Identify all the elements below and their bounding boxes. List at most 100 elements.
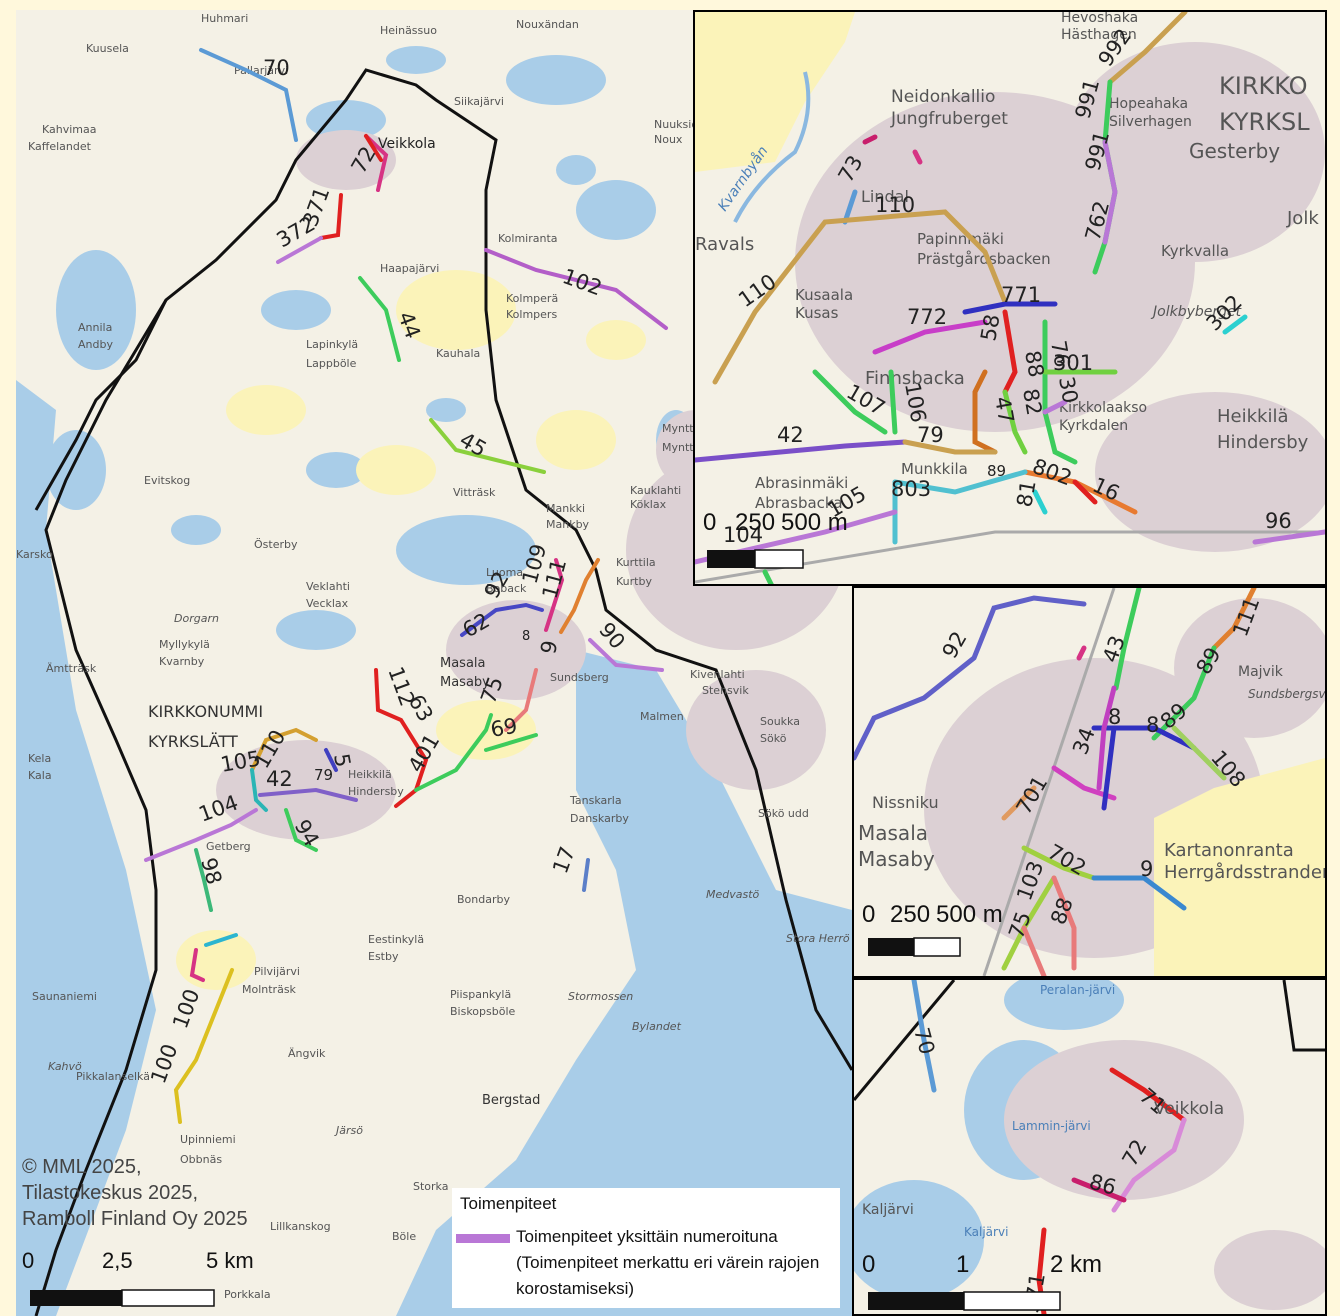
place-label: Obbnäs xyxy=(180,1153,222,1166)
route-number: 110 xyxy=(875,193,915,217)
place-label: Kolmiranta xyxy=(498,232,558,245)
legend-title: Toimenpiteet xyxy=(460,1194,557,1213)
route-line xyxy=(258,787,358,802)
route-line xyxy=(144,808,258,862)
place-label: Andby xyxy=(78,338,113,351)
place-label: Neidonkallio xyxy=(891,87,995,107)
place-label: Sökö udd xyxy=(758,807,809,820)
place-label: Bondarby xyxy=(457,893,510,906)
place-label: Dorgarn xyxy=(174,612,219,625)
place-label: Piispankylä xyxy=(450,988,511,1001)
place-label: Jolk xyxy=(1286,208,1319,229)
place-label: Stormossen xyxy=(568,990,633,1003)
place-label: Ängvik xyxy=(288,1047,326,1060)
place-label: KYRKSL xyxy=(1219,108,1310,136)
place-label: Veklahti xyxy=(306,580,350,593)
inset-map-veikkola[interactable]: 70 71 72 86 371 Veikkola Lammin-järvi Ka… xyxy=(852,978,1327,1316)
route-number: 69 xyxy=(489,714,519,742)
place-label: Abrasbacka xyxy=(755,494,843,512)
place-label: Lapinkylä xyxy=(306,338,358,351)
place-label: Hevoshaka xyxy=(1061,12,1138,26)
place-label: KIRKKO xyxy=(1219,72,1308,100)
place-label: Huhmari xyxy=(201,12,248,25)
place-label: Kvarnby xyxy=(159,655,205,668)
route-number: 42 xyxy=(266,767,293,791)
route-number: 5 xyxy=(329,752,355,769)
place-label: Molnträsk xyxy=(242,983,297,996)
route-line xyxy=(250,768,268,812)
route-line xyxy=(364,134,383,162)
place-label: Kurtby xyxy=(616,575,652,588)
place-label: Vecklax xyxy=(306,597,349,610)
place-label: Sundsbergsvik xyxy=(1248,687,1325,701)
place-label: Kaffelandet xyxy=(28,140,92,153)
scalebar-label: 250 xyxy=(735,509,775,536)
place-label: Noux xyxy=(654,133,683,146)
place-label: Ämtträsk xyxy=(46,662,97,675)
route-line xyxy=(414,713,493,792)
routes xyxy=(144,48,668,1124)
place-label: Masaby xyxy=(440,675,490,690)
route-number: 70 xyxy=(263,56,290,80)
routes xyxy=(854,588,1257,976)
place-label: Soukka xyxy=(760,715,800,728)
field xyxy=(1154,758,1325,976)
place-label: Munkkila xyxy=(901,460,968,478)
inset-map-masala[interactable]: 92 43 111 89 8 8 89 34 108 701 702 9 103… xyxy=(852,586,1327,978)
place-label: Stensvik xyxy=(702,684,749,697)
scalebar-label: 0 xyxy=(22,1248,35,1273)
route-line xyxy=(358,276,401,362)
route-line xyxy=(204,933,238,947)
place-label: Siikajärvi xyxy=(454,95,504,108)
route-number: 301 xyxy=(1053,351,1093,375)
scalebar-label: 250 xyxy=(890,901,930,928)
place-label: Vitträsk xyxy=(453,486,496,499)
route-number: 79 xyxy=(917,423,944,447)
place-label: Malmen xyxy=(640,710,684,723)
place-label: Herrgårdsstranden xyxy=(1164,862,1325,883)
inset2-canvas: 92 43 111 89 8 8 89 34 108 701 702 9 103… xyxy=(854,588,1325,976)
urban-areas xyxy=(795,42,1325,552)
inset1-scalebar xyxy=(707,549,804,569)
place-label: Kurttila xyxy=(616,556,656,569)
place-label: Heikkilä xyxy=(1217,406,1289,427)
place-label: Masala xyxy=(858,821,928,845)
place-label: Lillkanskog xyxy=(270,1220,331,1233)
route-number: 803 xyxy=(891,477,931,501)
place-label: Peralan-järvi xyxy=(1040,983,1115,997)
route-line xyxy=(250,727,318,772)
place-label: Kolmperä xyxy=(506,292,558,305)
place-label: Myllykylä xyxy=(159,638,210,651)
place-label: Majvik xyxy=(1238,664,1284,680)
place-label: Hindersby xyxy=(1217,432,1309,453)
place-label: Bergstad xyxy=(482,1093,540,1108)
place-label: Storka xyxy=(413,1180,448,1193)
place-label: Ravals xyxy=(695,234,754,255)
place-label: Heikkilä xyxy=(348,768,392,781)
inset-map-kirkkonummi-centre[interactable]: Hevoshaka Hästhagen KIRKKO KYRKSL Gester… xyxy=(693,10,1327,586)
place-label: KYRKSLÄTT xyxy=(148,732,238,751)
municipal-boundary xyxy=(34,68,852,1071)
route-number: 88 xyxy=(1020,349,1048,379)
copyright-notice: © MML 2025, Tilastokeskus 2025, Ramboll … xyxy=(22,1154,248,1232)
place-label: Pallarjärvi xyxy=(234,64,288,77)
place-label: Köklax xyxy=(630,498,667,511)
place-label: Upinniemi xyxy=(180,1133,236,1146)
municipal-boundary xyxy=(1282,980,1325,1052)
place-label: Evitskog xyxy=(144,474,190,487)
place-label: Papinnmäki xyxy=(917,230,1004,248)
place-label: Silverhagen xyxy=(1109,114,1192,130)
place-label: Lindal xyxy=(861,187,909,206)
place-label: Kivenlahti xyxy=(690,668,745,681)
route-line xyxy=(194,848,213,912)
place-label: Veikkola xyxy=(378,136,436,152)
place-label: Kela xyxy=(28,752,51,765)
place-label: Lappböle xyxy=(306,357,357,370)
place-label: Järsö xyxy=(334,1124,363,1137)
copyright-line: © MML 2025, xyxy=(22,1156,142,1178)
route-number: 89 xyxy=(987,462,1006,480)
place-label: Annila xyxy=(78,321,112,334)
route-number: 96 xyxy=(1265,509,1292,533)
railway xyxy=(982,588,1116,976)
place-label: Kusaala xyxy=(795,286,853,304)
